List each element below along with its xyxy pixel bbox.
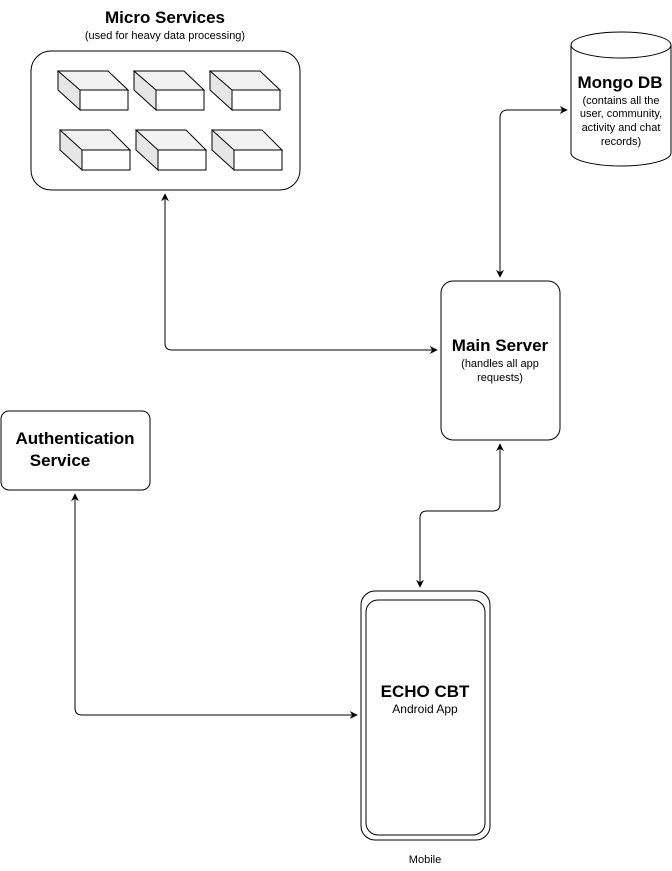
mongo-db-description-line: records) xyxy=(601,136,641,148)
mobile-app-title: ECHO CBT xyxy=(381,682,470,701)
micro-services-node: Micro Services (used for heavy data proc… xyxy=(30,8,301,191)
database-icon xyxy=(570,31,672,59)
mobile-device-screen xyxy=(365,599,486,836)
mobile-app-subtitle: Android App xyxy=(392,702,458,716)
micro-services-title: Micro Services xyxy=(105,8,225,27)
authentication-service-title-line: Authentication xyxy=(16,429,135,448)
connector-main-server-mongo-db xyxy=(496,106,568,278)
main-server-title: Main Server xyxy=(452,336,549,355)
main-server-description-line: (handles all app xyxy=(461,358,539,370)
service-block-icon xyxy=(134,129,208,172)
service-block-icon xyxy=(208,70,282,112)
connector-main-server-mobile-app xyxy=(416,443,504,588)
mongo-db-node: Mongo DB (contains all the user, communi… xyxy=(570,31,672,167)
mobile-app-node: ECHO CBT Android App Mobile xyxy=(360,590,491,866)
service-block-icon xyxy=(58,129,132,172)
mongo-db-title: Mongo DB xyxy=(578,73,663,92)
main-server-description-line: requests) xyxy=(477,372,523,384)
mongo-db-description-line: activity and chat xyxy=(582,122,661,134)
authentication-service-box xyxy=(0,410,151,491)
connector-micro-services-main-server xyxy=(161,193,438,354)
mongo-db-description-line: (contains all the xyxy=(582,95,659,107)
micro-services-subtitle: (used for heavy data processing) xyxy=(85,30,245,42)
mobile-device-label: Mobile xyxy=(409,854,441,866)
service-block-icon xyxy=(210,129,284,172)
connectors xyxy=(71,106,568,719)
authentication-service-title-line: Service xyxy=(30,451,91,470)
mongo-db-description-line: user, community, xyxy=(580,108,662,120)
service-block-icon xyxy=(132,70,206,112)
authentication-service-node: Authentication Service xyxy=(0,410,151,491)
main-server-box xyxy=(440,280,561,441)
connector-auth-service-mobile-app xyxy=(71,493,358,719)
main-server-node: Main Server (handles all app requests) xyxy=(440,280,561,441)
service-block-icon xyxy=(56,70,130,112)
